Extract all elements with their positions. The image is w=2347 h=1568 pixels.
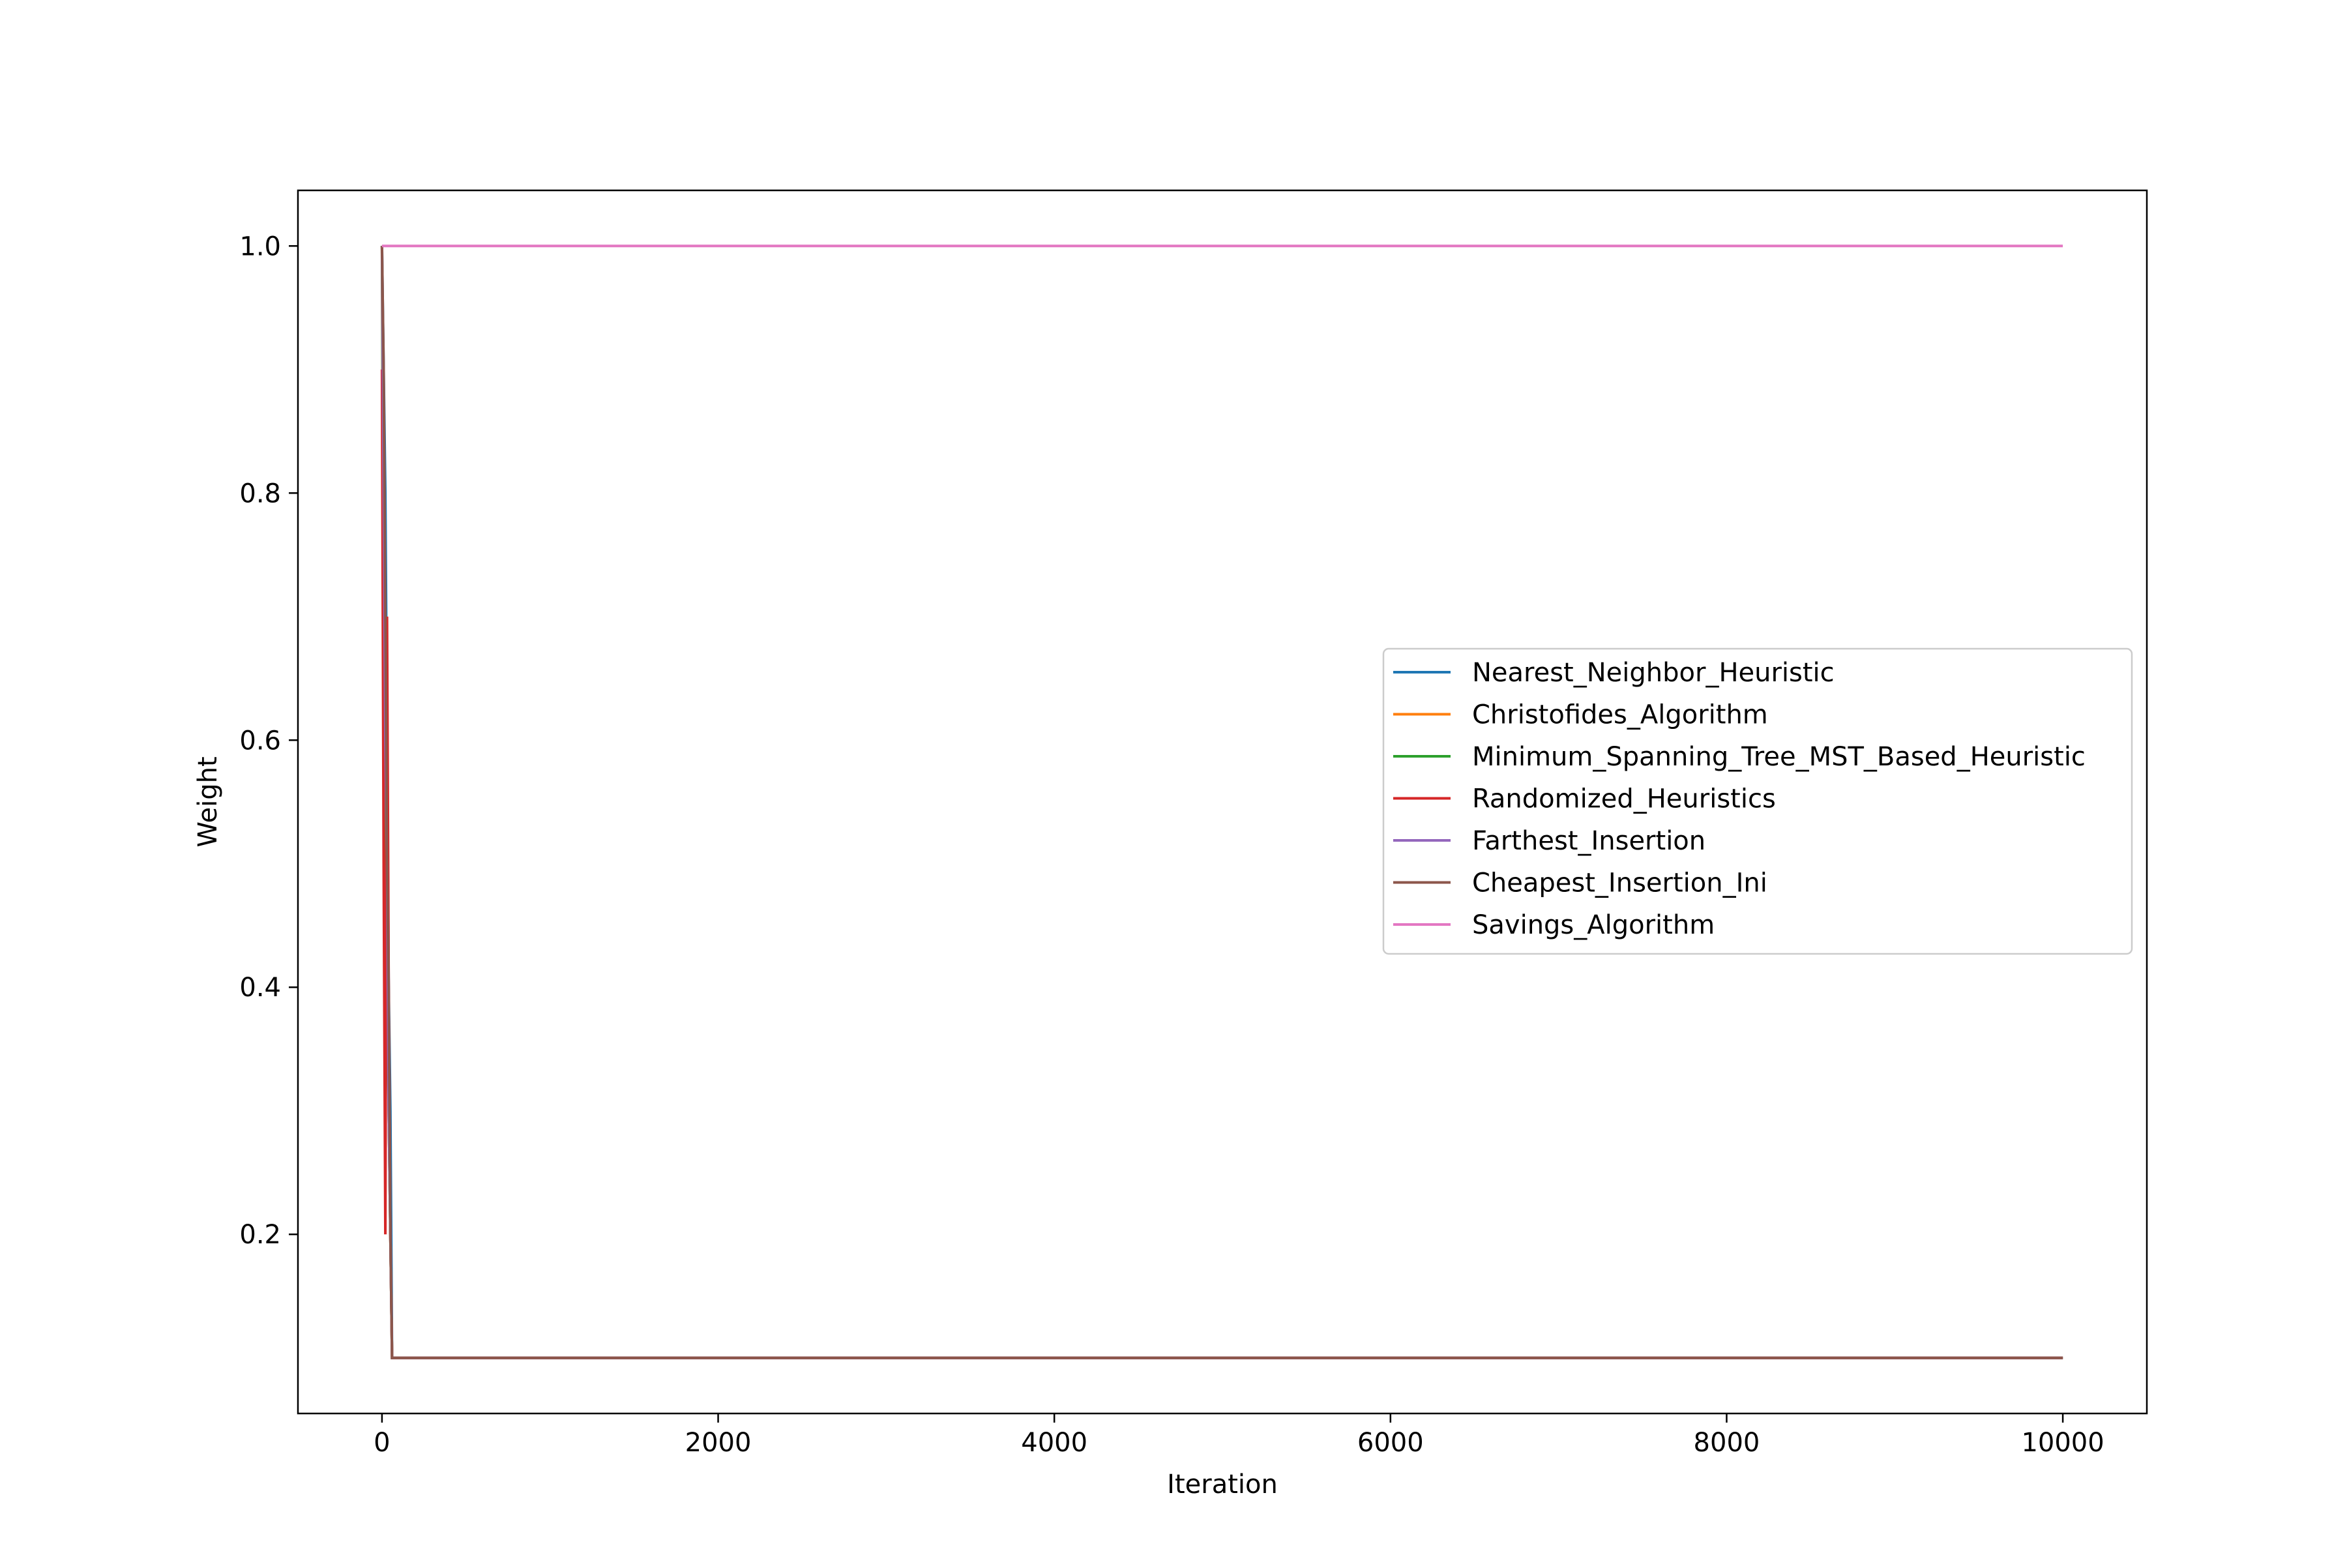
x-tick-label: 0 xyxy=(374,1428,390,1458)
legend-box xyxy=(1382,647,2133,955)
x-tick-label: 4000 xyxy=(1021,1428,1087,1458)
legend-label: Nearest_Neighbor_Heuristic xyxy=(1472,658,1835,688)
legend: Nearest_Neighbor_HeuristicChristofides_A… xyxy=(1382,647,2133,955)
legend-label: Cheapest_Insertion_Ini xyxy=(1472,868,1767,898)
y-tick-label: 0.2 xyxy=(239,1220,281,1250)
x-tick-label: 10000 xyxy=(2021,1428,2104,1458)
y-tick-label: 1.0 xyxy=(239,231,281,261)
x-tick-label: 8000 xyxy=(1694,1428,1760,1458)
legend-label: Savings_Algorithm xyxy=(1472,910,1715,940)
series-line-cheapest-insertion-ini xyxy=(380,246,2063,1359)
x-tick-label: 2000 xyxy=(685,1428,752,1458)
y-tick-label: 0.6 xyxy=(239,726,281,756)
legend-label: Minimum_Spanning_Tree_MST_Based_Heuristi… xyxy=(1472,742,2086,772)
legend-label: Randomized_Heuristics xyxy=(1472,784,1776,814)
series-layer xyxy=(380,244,2063,1359)
legend-label: Christofides_Algorithm xyxy=(1472,700,1768,730)
legend-items: Nearest_Neighbor_HeuristicChristofides_A… xyxy=(1393,658,2086,940)
y-tick-label: 0.4 xyxy=(239,973,281,1003)
y-tick-label: 0.8 xyxy=(239,479,281,509)
x-tick-label: 6000 xyxy=(1357,1428,1424,1458)
y-axis-ticks: 0.2 0.4 0.6 0.8 1.0 xyxy=(239,231,298,1250)
y-axis-label: Weight xyxy=(193,756,223,847)
x-axis-ticks: 0 2000 4000 6000 8000 10000 xyxy=(374,1413,2104,1458)
legend-label: Farthest_Insertion xyxy=(1472,826,1705,856)
x-axis-label: Iteration xyxy=(1167,1470,1278,1500)
